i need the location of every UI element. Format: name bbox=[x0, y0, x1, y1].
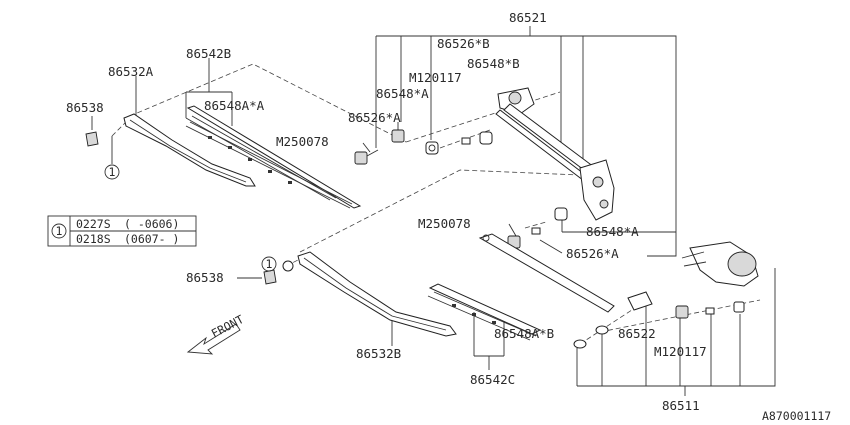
wiper-blade-upper bbox=[185, 105, 362, 209]
callout-marker-1-bottom: 1 bbox=[261, 256, 277, 272]
label-86548a-a: 86548A*A bbox=[204, 98, 265, 113]
fasteners bbox=[85, 129, 745, 349]
label-86548-b: 86548*B bbox=[467, 56, 520, 71]
label-m250078-top: M250078 bbox=[276, 134, 329, 149]
label-86522: 86522 bbox=[618, 326, 656, 341]
linkage-assembly-upper bbox=[495, 87, 615, 221]
part-labels: 86521 86526*B M120117 86548*B 86548*A 86… bbox=[66, 10, 831, 423]
label-front: FRONT bbox=[209, 312, 246, 341]
legend-marker: 1 bbox=[56, 224, 63, 238]
label-m250078-mid: M250078 bbox=[418, 216, 471, 231]
leader-lines bbox=[91, 26, 776, 396]
callout-marker-text: 1 bbox=[109, 165, 116, 179]
label-86532b: 86532B bbox=[356, 346, 401, 361]
label-86511: 86511 bbox=[662, 398, 700, 413]
label-m120117-top: M120117 bbox=[409, 70, 462, 85]
legend-box: 1 0227S ( -0606) 0218S (0607- ) bbox=[47, 215, 197, 247]
label-m120117-bottom: M120117 bbox=[654, 344, 707, 359]
link-rod-lower bbox=[478, 233, 615, 313]
label-86548a-b: 86548A*B bbox=[494, 326, 554, 341]
wiper-arm-lower bbox=[297, 251, 457, 337]
label-86526-a-top: 86526*A bbox=[348, 110, 401, 125]
label-86542c: 86542C bbox=[470, 372, 515, 387]
label-86538-bottom: 86538 bbox=[186, 270, 224, 285]
legend-range-1: ( -0606) bbox=[124, 217, 179, 231]
front-arrow bbox=[186, 323, 241, 355]
legend-code-2: 0218S bbox=[76, 232, 111, 246]
legend-range-2: (0607- ) bbox=[124, 232, 179, 246]
label-86532a: 86532A bbox=[108, 64, 154, 79]
callout-marker-1-top: 1 bbox=[104, 164, 120, 180]
label-86548-a-right: 86548*A bbox=[586, 224, 639, 239]
label-86548-a-top: 86548*A bbox=[376, 86, 429, 101]
wiper-motor bbox=[681, 241, 759, 287]
diagram-id: A870001117 bbox=[762, 409, 831, 423]
callout-marker-text: 1 bbox=[266, 257, 273, 271]
wiper-arm-upper bbox=[123, 113, 256, 187]
label-86521: 86521 bbox=[509, 10, 547, 25]
label-86538-top: 86538 bbox=[66, 100, 104, 115]
wiper-blade-lower bbox=[427, 283, 542, 341]
label-86542b: 86542B bbox=[186, 46, 231, 61]
label-86526-b: 86526*B bbox=[437, 36, 490, 51]
legend-code-1: 0227S bbox=[76, 217, 111, 231]
label-86526-a-right: 86526*A bbox=[566, 246, 619, 261]
